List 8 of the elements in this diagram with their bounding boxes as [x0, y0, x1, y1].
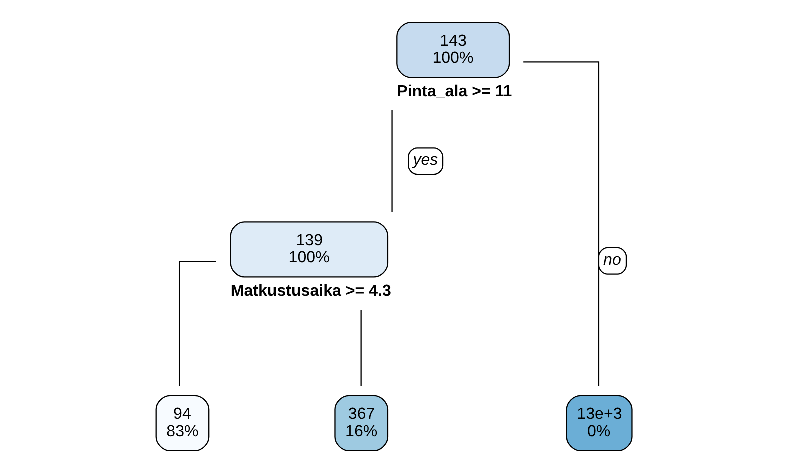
node-label: Matkustusaika >= 4.3 [230, 282, 391, 300]
edge-label: no [603, 250, 621, 269]
connector [178, 261, 216, 386]
connector [391, 110, 392, 212]
connector [523, 62, 600, 386]
node-label: Pinta_ala >= 11 [396, 82, 512, 100]
edge-label: yes [412, 151, 438, 170]
connector [360, 310, 362, 386]
